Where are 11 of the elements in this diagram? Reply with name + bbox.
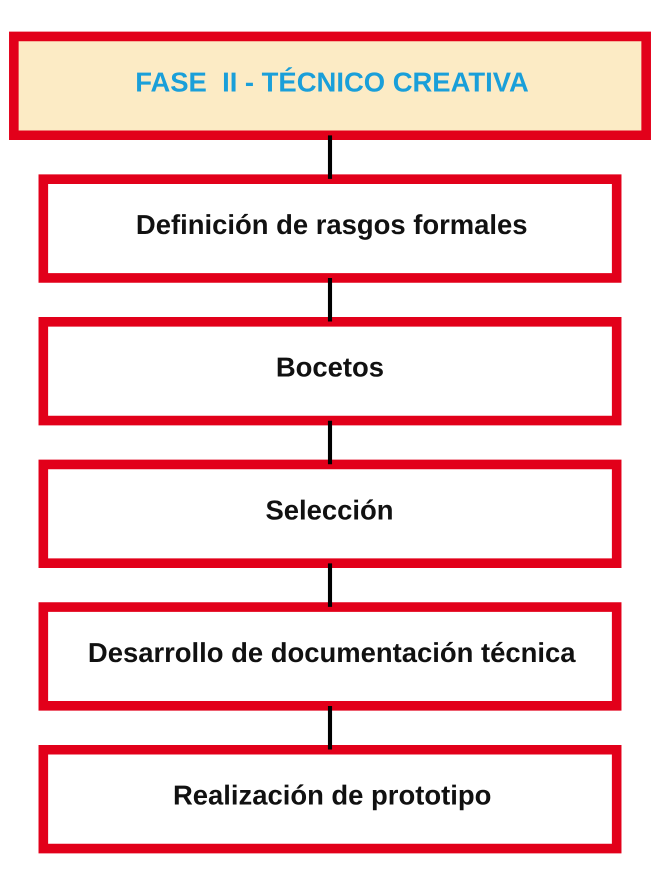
node-box: Desarrollo de documentación técnica [38, 602, 622, 710]
connector [328, 562, 332, 606]
connector [328, 134, 332, 178]
connector [328, 420, 332, 464]
connector [328, 278, 332, 322]
node-box: Selección [38, 459, 622, 568]
node-box: Realización de prototipo [38, 744, 622, 853]
connector [328, 706, 332, 750]
node-box: FASE II - TÉCNICO CREATIVA [9, 31, 651, 140]
node-box: Bocetos [38, 316, 622, 425]
node-box: Definición de rasgos formales [38, 174, 622, 282]
